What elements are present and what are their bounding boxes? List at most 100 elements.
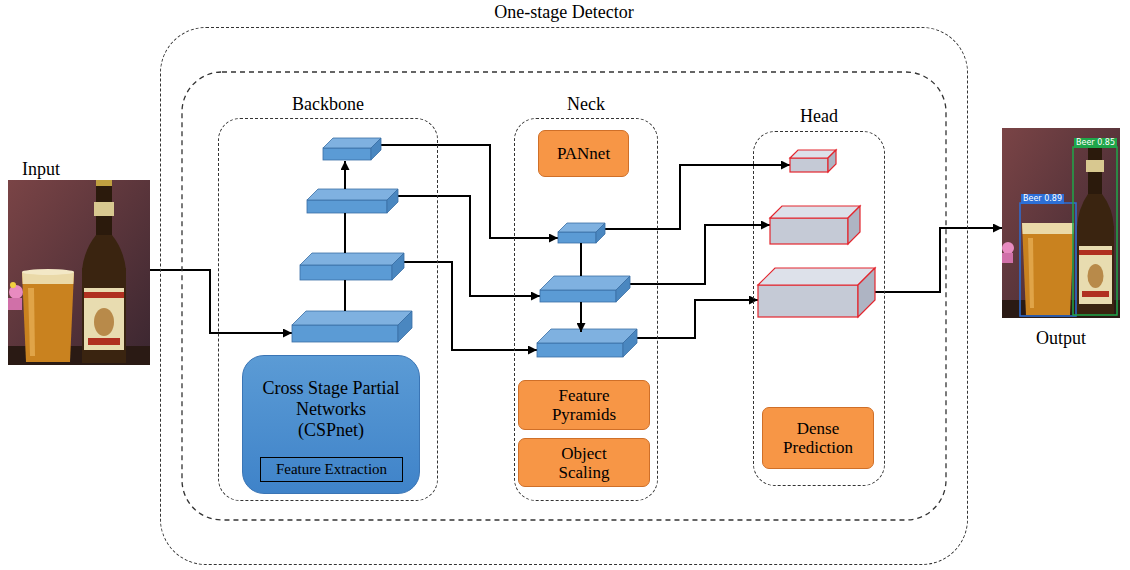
neck-feature-maps — [540, 276, 630, 290]
csp-box: Cross Stage Partial Networks (CSPnet) Fea… — [242, 355, 420, 494]
output-photo — [1002, 253, 1013, 263]
section-heading: Backbone — [219, 94, 437, 114]
input-photo — [22, 269, 74, 275]
section-heading: Neck — [515, 94, 657, 114]
backbone-feature-maps — [300, 253, 404, 265]
output-image: Output — [1002, 128, 1120, 318]
dense-prediction-box: Dense Prediction — [762, 407, 874, 469]
output-photo — [1088, 264, 1104, 288]
feature-pyramids-box: Feature Pyramids — [518, 380, 650, 430]
backbone-region: BackboneCross Stage Partial Networks (CS… — [218, 118, 438, 501]
detector-region: One-stage DetectorBackboneCross Stage Pa… — [160, 27, 968, 565]
output-photo — [1082, 291, 1109, 297]
flow-connector — [605, 165, 790, 229]
head-prediction-maps — [758, 285, 858, 317]
backbone-flow-lines — [344, 161, 346, 311]
input-photo — [82, 235, 126, 270]
neck-feature-maps — [537, 223, 637, 357]
section-heading: Head — [754, 106, 884, 126]
box-label: Dense Prediction — [772, 419, 864, 457]
output-photo — [1002, 242, 1014, 254]
neck-feature-maps — [540, 290, 616, 302]
input-photo — [8, 180, 150, 365]
pannet-box: PANnet — [538, 130, 629, 177]
neck-feature-maps — [558, 232, 596, 243]
object-scaling-box: Object Scaling — [518, 438, 650, 487]
section-heading: Output — [1002, 328, 1120, 348]
flow-connector — [150, 270, 292, 333]
flow-connector — [630, 225, 770, 284]
backbone-flow-lines — [344, 161, 346, 189]
neck-feature-maps — [623, 329, 637, 357]
backbone-flow-lines — [344, 213, 346, 253]
box-label: Feature Extraction — [276, 461, 387, 478]
inner-dashed-ring — [182, 72, 946, 520]
head-prediction-maps — [848, 206, 860, 244]
neck-feature-maps — [596, 223, 605, 243]
backbone-feature-maps — [307, 200, 387, 213]
backbone-feature-maps — [398, 311, 412, 342]
input-photo — [22, 272, 74, 362]
input-photo — [8, 298, 22, 310]
input-photo — [8, 180, 150, 365]
input-photo — [82, 268, 126, 363]
input-photo — [96, 180, 112, 186]
input-photo — [94, 202, 114, 216]
output-photo — [1077, 226, 1114, 315]
head-prediction-maps — [758, 268, 875, 285]
output-photo — [1022, 223, 1074, 234]
head-prediction-maps — [790, 158, 828, 172]
box-label: Object Scaling — [538, 444, 630, 482]
input-photo — [84, 292, 124, 298]
output-photo — [1028, 238, 1034, 308]
output-photo — [1077, 194, 1114, 228]
feature-extraction-box: Feature Extraction — [260, 457, 403, 482]
output-photo — [1073, 147, 1117, 315]
flow-connector — [637, 300, 758, 338]
output-photo — [1086, 160, 1104, 172]
head-prediction-maps — [828, 150, 836, 172]
neck-feature-maps — [616, 276, 630, 302]
neck-flow-lines — [580, 243, 582, 332]
flow-connector — [875, 228, 1002, 292]
neck-feature-maps — [537, 343, 623, 357]
backbone-feature-maps — [371, 138, 381, 160]
backbone-feature-maps — [392, 253, 404, 280]
input-photo — [88, 338, 120, 345]
input-image: Input — [8, 180, 150, 365]
neck-feature-maps — [537, 329, 637, 343]
backbone-feature-maps — [300, 265, 392, 280]
backbone-flow-lines — [344, 280, 346, 311]
head-prediction-maps — [770, 206, 860, 218]
input-photo — [84, 288, 124, 350]
box-label: PANnet — [557, 144, 610, 163]
backbone-feature-maps — [292, 325, 398, 342]
head-region: HeadDense Prediction — [753, 131, 885, 486]
neck-region: NeckPANnetFeature PyramidsObject Scaling — [514, 118, 658, 501]
flow-connector — [404, 262, 537, 350]
head-prediction-maps — [858, 268, 875, 317]
neck-flow-lines — [580, 243, 582, 276]
input-photo — [94, 308, 114, 336]
box-label: Feature Pyramids — [538, 386, 630, 424]
detection-label: Beer 0.89 — [1021, 194, 1064, 204]
head-prediction-maps — [758, 150, 875, 317]
output-photo — [1002, 128, 1120, 318]
output-photo — [1079, 250, 1112, 255]
flow-connector — [398, 196, 540, 296]
backbone-feature-maps — [387, 189, 398, 213]
output-photo — [1022, 223, 1074, 315]
input-photo — [10, 282, 16, 288]
output-photo — [1020, 203, 1076, 316]
section-heading: Input — [22, 159, 60, 179]
output-photo — [1002, 128, 1120, 318]
backbone-feature-maps — [292, 311, 412, 325]
box-label: Cross Stage Partial Networks (CSPnet) — [261, 378, 401, 441]
input-photo — [28, 288, 35, 356]
output-photo — [1079, 246, 1112, 304]
backbone-feature-maps — [323, 148, 371, 160]
backbone-feature-maps — [307, 189, 398, 200]
backbone-feature-maps — [292, 138, 412, 342]
head-prediction-maps — [770, 218, 848, 244]
detection-label: Beer 0.85 — [1074, 138, 1117, 148]
